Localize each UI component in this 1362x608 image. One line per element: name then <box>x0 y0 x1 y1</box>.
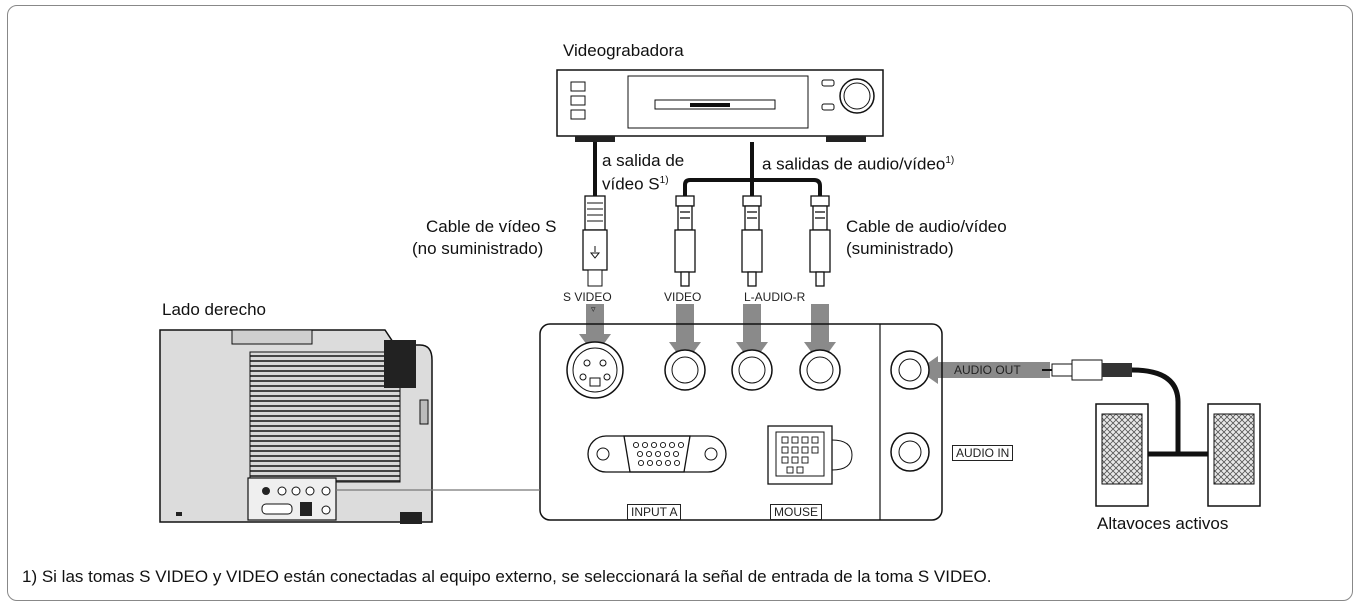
jack-label-audio-in: AUDIO IN <box>952 445 1014 461</box>
jack-label-video: VIDEO <box>664 290 702 304</box>
av-cable-label-line2: (suministrado) <box>846 239 954 258</box>
svideo-cable-label-line2: (no suministrado) <box>412 239 544 258</box>
svideo-plug <box>582 195 608 287</box>
svideo-output-label-line2: vídeo S1) <box>602 174 669 194</box>
speakers-label: Altavoces activos <box>1097 514 1229 533</box>
svideo-output-label-line1: a salida de <box>602 151 685 170</box>
av-cable-label-line1: Cable de audio/vídeo <box>846 217 1007 236</box>
projector <box>159 329 540 524</box>
svideo-cable-label-line1: Cable de vídeo S <box>426 217 557 236</box>
jack-label-mouse: MOUSE <box>770 504 823 520</box>
jack-panel <box>539 323 943 521</box>
vcr-device <box>556 69 884 142</box>
right-side-label: Lado derecho <box>162 300 266 319</box>
av-output-label: a salidas de audio/vídeo1) <box>762 154 955 174</box>
jack-label-audio-out: AUDIO OUT <box>954 363 1021 377</box>
footnote-mark: 1) <box>659 175 669 186</box>
triangle-mark-icon: ▿ <box>591 304 596 314</box>
rca-plugs <box>674 195 831 287</box>
jack-label-audio: L-AUDIO-R <box>744 290 806 304</box>
vcr-label: Videograbadora <box>563 41 684 60</box>
diagram-frame <box>7 5 1353 601</box>
vcr-cables <box>593 142 822 196</box>
jack-label-input-a: INPUT A <box>627 504 682 520</box>
footnote: 1) Si las tomas S VIDEO y VIDEO están co… <box>22 567 992 586</box>
audio-cable-and-speakers <box>1042 359 1261 507</box>
jack-label-s-video: S VIDEO <box>563 290 612 304</box>
footnote-mark: 1) <box>945 155 955 166</box>
